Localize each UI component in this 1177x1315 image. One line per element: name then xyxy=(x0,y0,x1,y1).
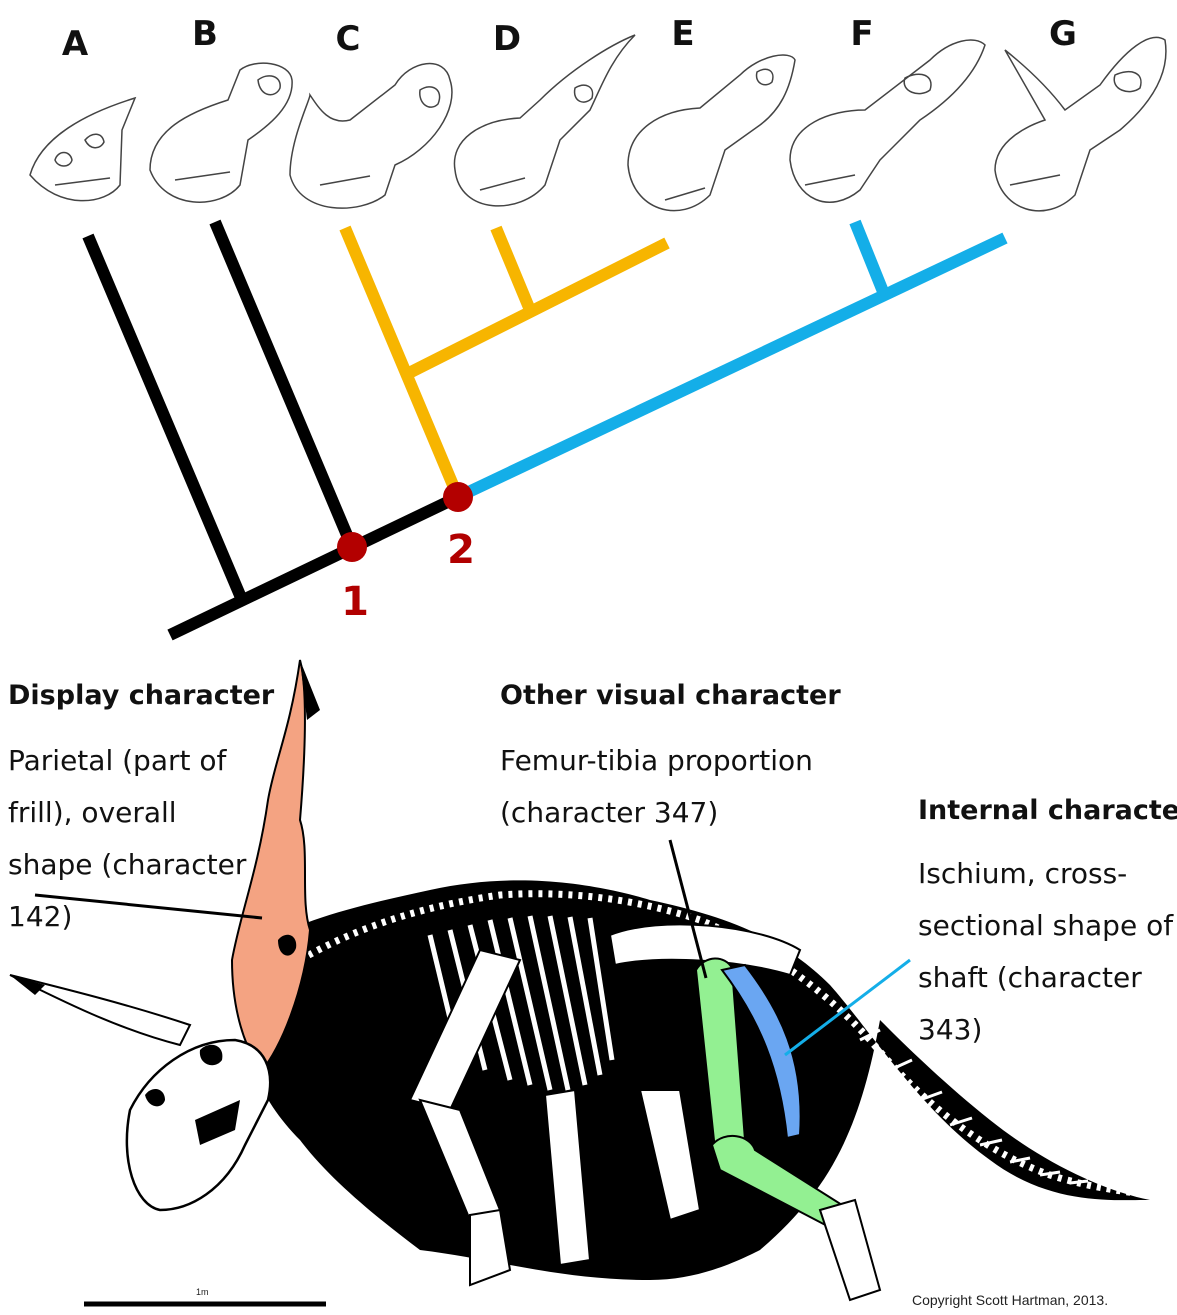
branch-de-stem xyxy=(411,243,667,372)
node-label-2: 2 xyxy=(447,527,475,573)
display-character-heading: Display character xyxy=(8,680,274,711)
description-line: shaft (character xyxy=(918,952,1173,1004)
description-line: shape (character xyxy=(8,839,246,891)
branch-d xyxy=(496,228,530,310)
branch-b xyxy=(215,222,352,547)
node-marker-1 xyxy=(337,532,367,562)
skull-a xyxy=(30,98,135,201)
taxon-label-e: E xyxy=(671,14,694,54)
skull-illustrations xyxy=(30,35,1166,211)
internal-character-heading: Internal character xyxy=(918,795,1177,826)
node-marker-2 xyxy=(443,482,473,512)
description-line: sectional shape of xyxy=(918,900,1173,952)
description-line: Femur-tibia proportion xyxy=(500,735,813,787)
other-character-heading: Other visual character xyxy=(500,680,841,711)
display-character-description: Parietal (part of frill), overall shape … xyxy=(8,735,246,943)
taxon-label-f: F xyxy=(850,14,873,54)
branch-fg-stem xyxy=(458,238,1005,497)
taxon-label-b: B xyxy=(192,14,218,54)
skull-d xyxy=(454,35,635,206)
skull-g xyxy=(995,37,1166,210)
skull-b xyxy=(150,63,292,202)
branch-a xyxy=(88,236,242,600)
skull-c xyxy=(290,64,452,209)
hind-foot xyxy=(820,1200,880,1300)
taxon-label-c: C xyxy=(336,19,361,59)
description-line: (character 347) xyxy=(500,787,813,839)
description-line: 142) xyxy=(8,891,246,943)
branch-f xyxy=(855,222,884,294)
taxon-labels: A B C D E F G xyxy=(62,14,1077,64)
description-line: Ischium, cross- xyxy=(918,848,1173,900)
other-character-description: Femur-tibia proportion (character 347) xyxy=(500,735,813,839)
taxon-label-g: G xyxy=(1049,14,1077,54)
nasal-horn-tip xyxy=(10,975,45,995)
copyright-notice: Copyright Scott Hartman, 2013. xyxy=(912,1292,1108,1308)
node-label-1: 1 xyxy=(341,579,369,625)
description-line: frill), overall xyxy=(8,787,246,839)
skull-e xyxy=(628,55,795,211)
internal-character-description: Ischium, cross- sectional shape of shaft… xyxy=(918,848,1173,1056)
tree-branches xyxy=(88,222,1005,635)
tree-nodes: 1 2 xyxy=(337,482,475,625)
description-line: 343) xyxy=(918,1004,1173,1056)
description-line: Parietal (part of xyxy=(8,735,246,787)
taxon-label-a: A xyxy=(62,24,89,64)
scale-bar-label: 1m xyxy=(196,1287,209,1297)
taxon-label-d: D xyxy=(493,19,521,59)
skull-f xyxy=(790,40,985,202)
